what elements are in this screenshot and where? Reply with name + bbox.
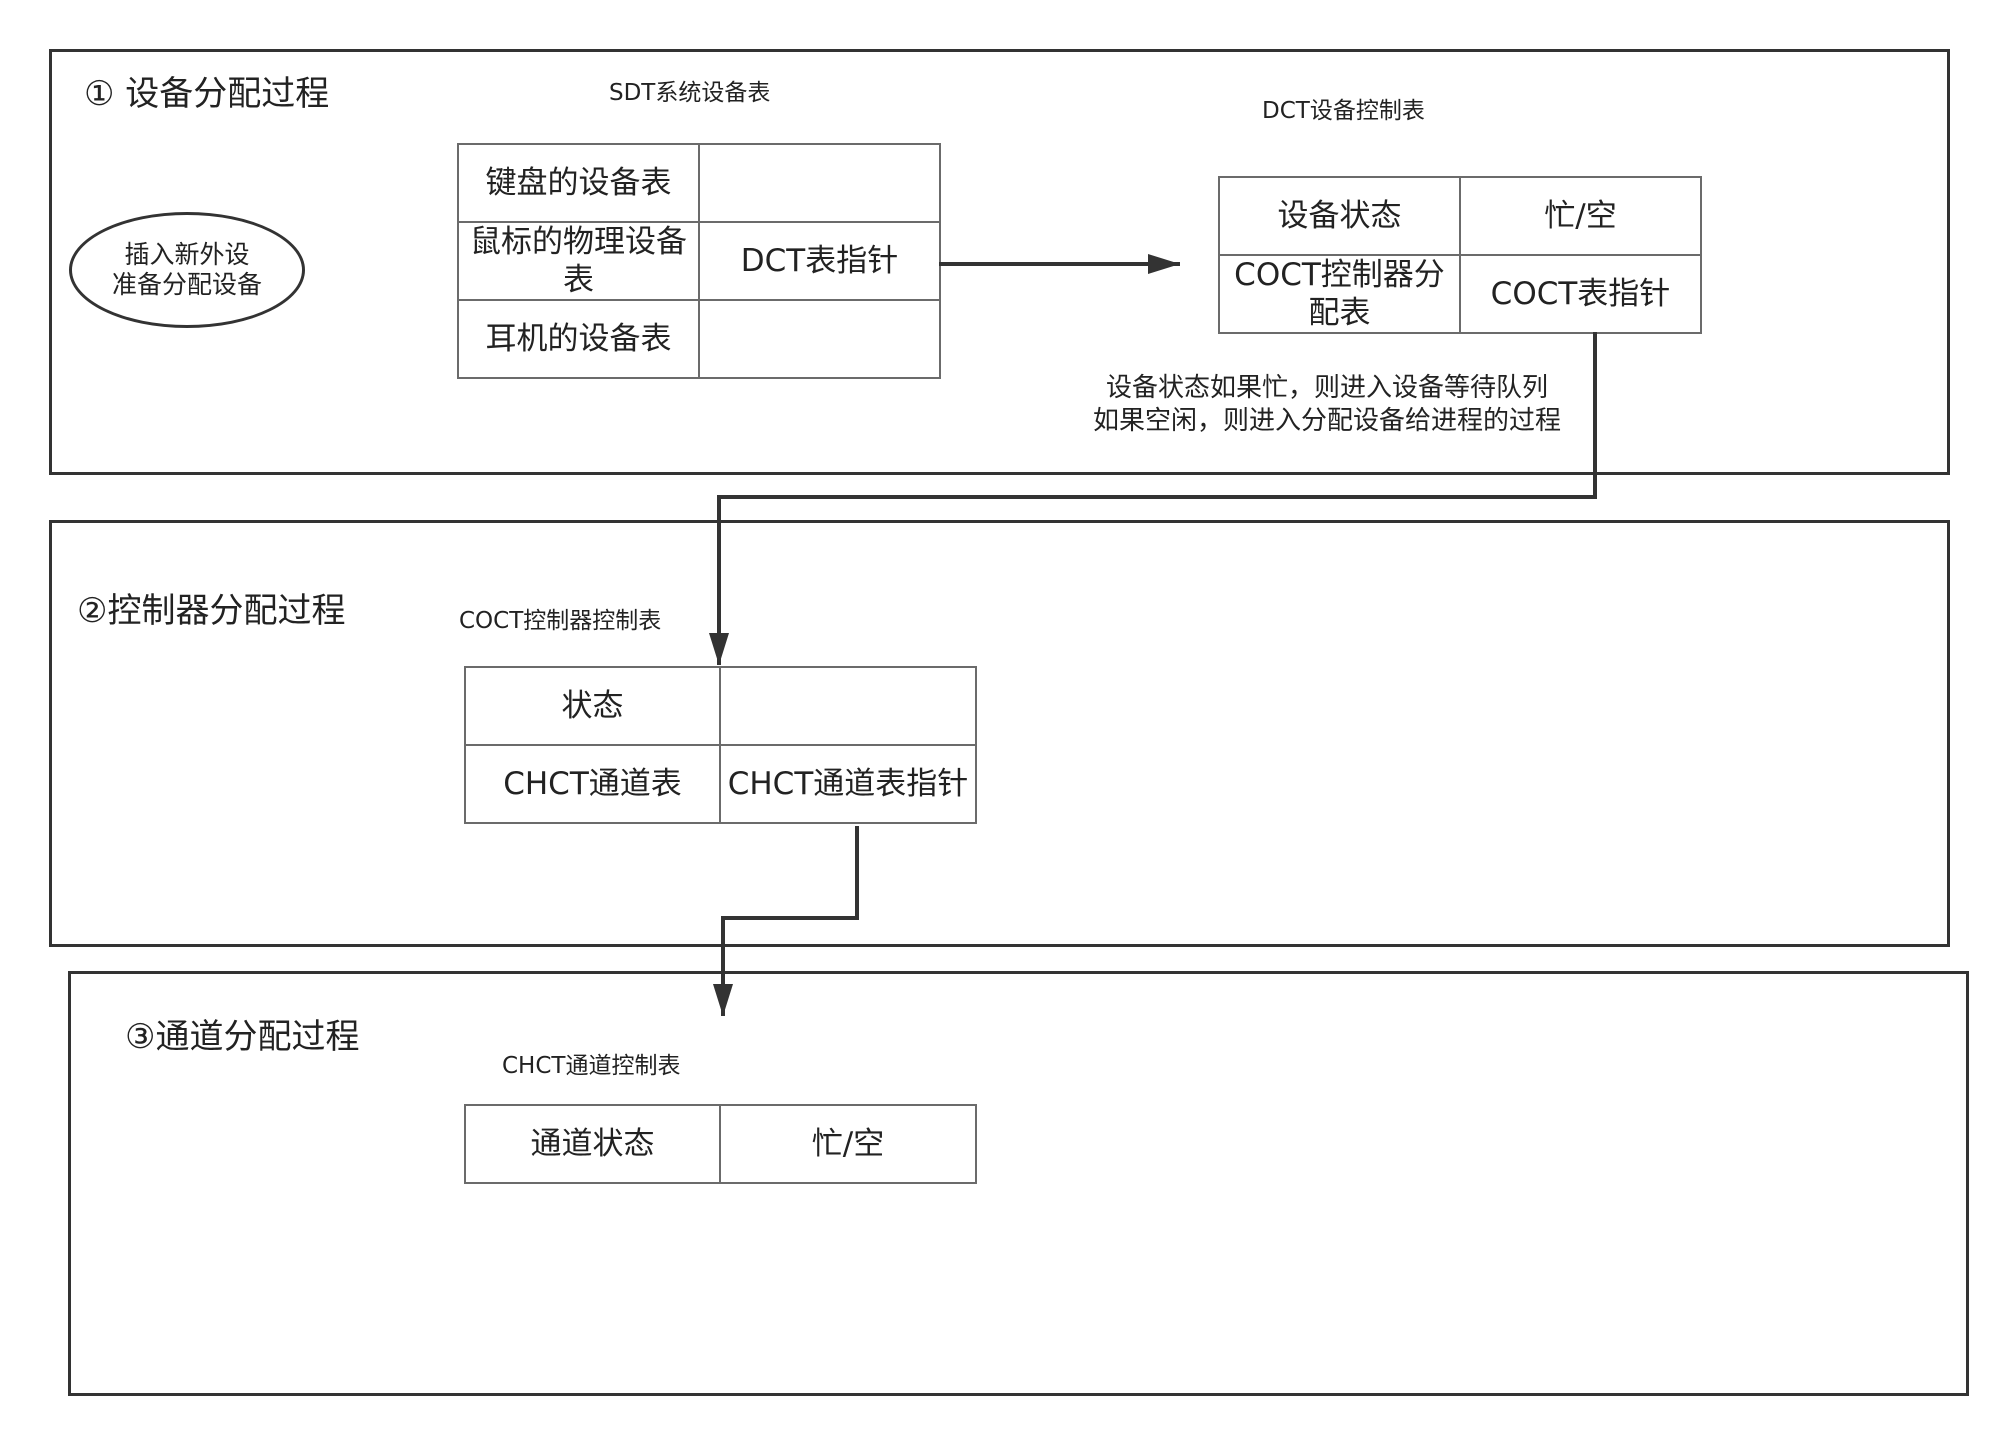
table-row: COCT控制器分配表 COCT表指针 [1218, 254, 1702, 334]
dct-table: 设备状态 忙/空 COCT控制器分配表 COCT表指针 [1218, 176, 1702, 334]
start-node-ellipse: 插入新外设 准备分配设备 [69, 212, 305, 328]
dct-status-note: 设备状态如果忙，则进入设备等待队列 如果空闲，则进入分配设备给进程的过程 [1067, 372, 1587, 438]
section-title-channel-allocation: ③通道分配过程 [125, 1017, 360, 1057]
dct-cell-value: COCT表指针 [1459, 254, 1702, 334]
start-node-line: 插入新外设 [124, 240, 250, 269]
section-title-device-allocation: ① 设备分配过程 [84, 74, 330, 114]
sdt-cell-name: 键盘的设备表 [457, 143, 700, 223]
dct-cell-name: 设备状态 [1218, 176, 1461, 256]
sdt-cell-name: 耳机的设备表 [457, 299, 700, 379]
sdt-cell-pointer: DCT表指针 [698, 221, 941, 301]
chct-cell-value: 忙/空 [719, 1104, 977, 1184]
sdt-cell-empty [698, 299, 941, 379]
chct-cell-name: 通道状态 [464, 1104, 721, 1184]
coct-cell-name: 状态 [464, 666, 721, 746]
section-channel-allocation [68, 971, 1969, 1396]
sdt-table-caption: SDT系统设备表 [609, 80, 771, 106]
dct-cell-name: COCT控制器分配表 [1218, 254, 1461, 334]
section-title-controller-allocation: ②控制器分配过程 [77, 591, 346, 631]
coct-cell-value: CHCT通道表指针 [719, 744, 977, 824]
dct-note-line: 设备状态如果忙，则进入设备等待队列 [1105, 373, 1548, 403]
coct-table-caption: COCT控制器控制表 [459, 608, 662, 634]
table-row: 通道状态 忙/空 [464, 1104, 977, 1184]
table-row: 耳机的设备表 [457, 299, 941, 379]
dct-table-caption: DCT设备控制表 [1262, 98, 1425, 124]
section-controller-allocation [49, 520, 1950, 947]
coct-cell-name: CHCT通道表 [464, 744, 721, 824]
dct-note-line: 如果空闲，则进入分配设备给进程的过程 [1092, 406, 1561, 436]
table-row: 设备状态 忙/空 [1218, 176, 1702, 256]
coct-cell-empty [719, 666, 977, 746]
table-row: 键盘的设备表 [457, 143, 941, 223]
table-row: 状态 [464, 666, 977, 746]
chct-table: 通道状态 忙/空 [464, 1104, 977, 1184]
chct-table-caption: CHCT通道控制表 [502, 1053, 681, 1079]
sdt-table: 键盘的设备表 鼠标的物理设备表 DCT表指针 耳机的设备表 [457, 143, 941, 379]
start-node-line: 准备分配设备 [111, 270, 262, 299]
table-row: CHCT通道表 CHCT通道表指针 [464, 744, 977, 824]
sdt-cell-empty [698, 143, 941, 223]
table-row: 鼠标的物理设备表 DCT表指针 [457, 221, 941, 301]
coct-table: 状态 CHCT通道表 CHCT通道表指针 [464, 666, 977, 824]
dct-cell-value: 忙/空 [1459, 176, 1702, 256]
sdt-cell-name: 鼠标的物理设备表 [457, 221, 700, 301]
